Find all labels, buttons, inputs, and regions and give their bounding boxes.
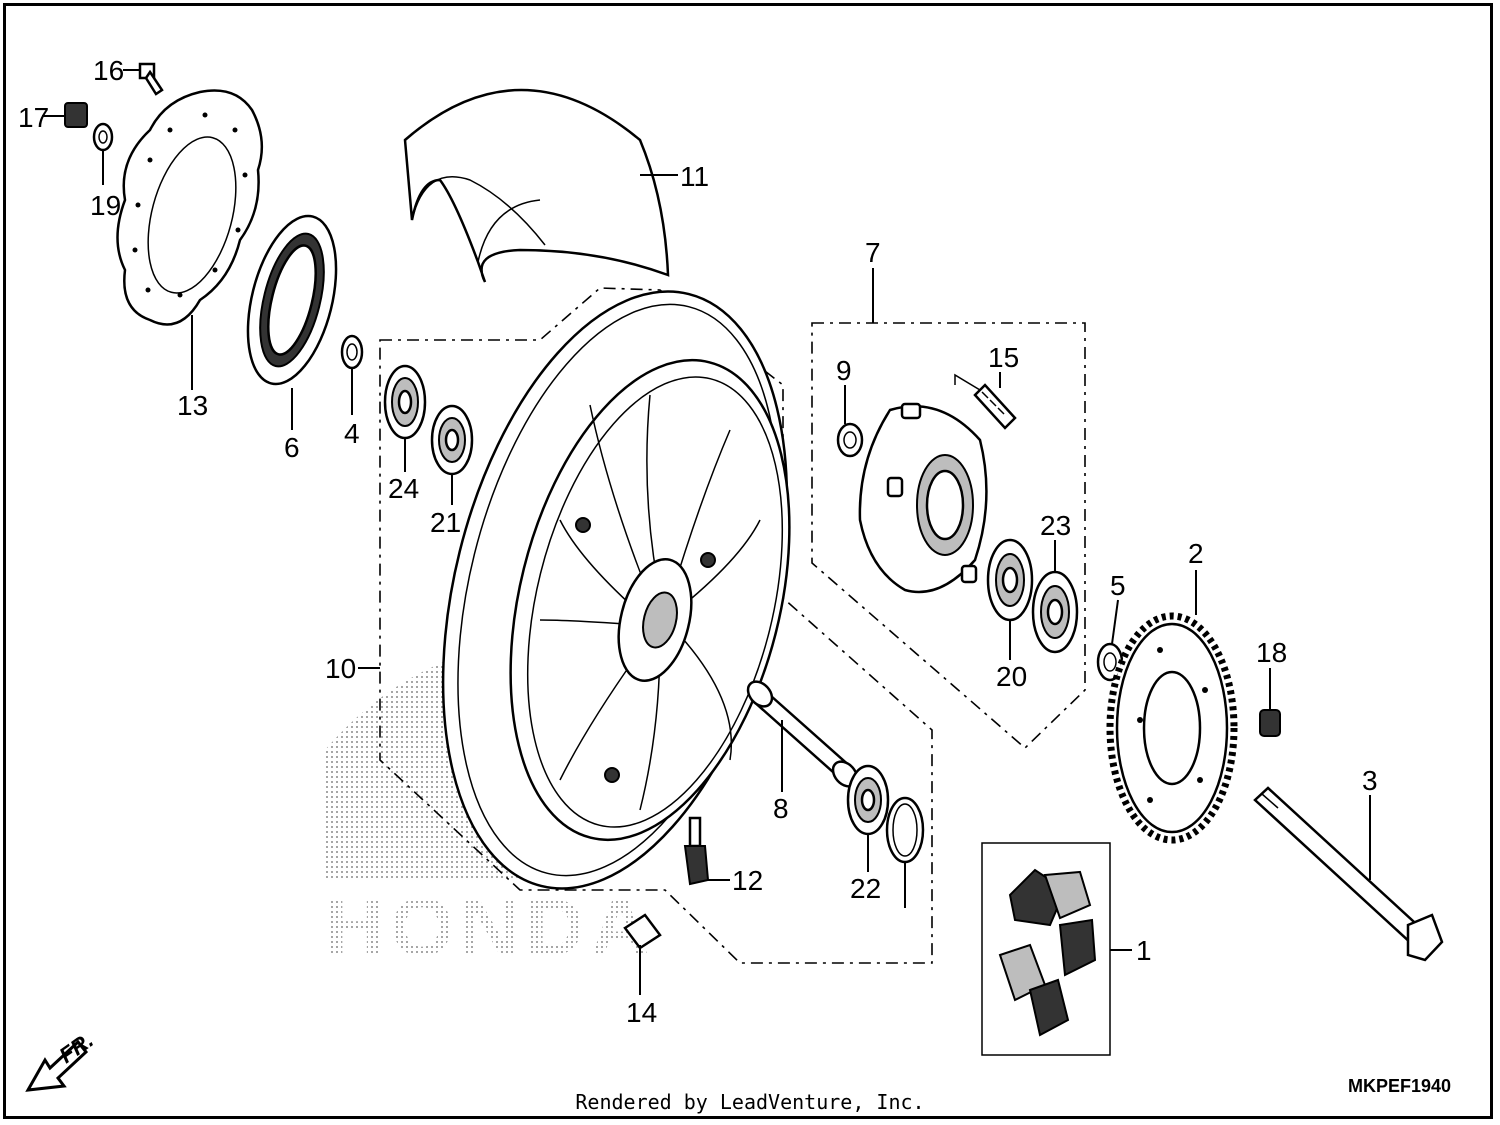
callout-10[interactable]: 10 — [325, 653, 356, 684]
front-direction-indicator: FR. — [25, 1027, 98, 1092]
brake-disc[interactable] — [116, 89, 264, 326]
callout-4[interactable]: 4 — [344, 418, 360, 449]
o-ring[interactable] — [885, 796, 925, 864]
bearing-21-left[interactable] — [430, 404, 474, 476]
rear-wheel[interactable] — [386, 255, 844, 924]
callout-9[interactable]: 9 — [836, 355, 852, 386]
leader-lines — [42, 69, 1371, 995]
disc-nut[interactable] — [64, 102, 88, 128]
rear-axle[interactable] — [1253, 786, 1444, 962]
stud-bolt[interactable] — [973, 383, 1017, 430]
driven-sprocket[interactable] — [1106, 612, 1238, 844]
callout-17[interactable]: 17 — [18, 102, 49, 133]
tire-valve[interactable] — [683, 816, 710, 886]
wheel-assembly-bracket — [379, 287, 933, 964]
bearing-21-right[interactable] — [846, 764, 890, 836]
drawing-code: MKPEF1940 — [1348, 1076, 1451, 1096]
callout-11[interactable]: 11 — [680, 161, 709, 192]
diagram-frame — [3, 3, 1493, 1119]
callout-1[interactable]: 1 — [1136, 935, 1152, 966]
side-collar[interactable] — [340, 334, 364, 370]
callout-13[interactable]: 13 — [177, 390, 208, 421]
bearing-20[interactable] — [986, 538, 1034, 622]
tire[interactable] — [403, 88, 670, 283]
callout-8[interactable]: 8 — [773, 793, 789, 824]
callout-19[interactable]: 19 — [90, 190, 121, 221]
bearing-23[interactable] — [383, 364, 427, 440]
distance-collar[interactable] — [743, 677, 862, 791]
callout-labels: 17 16 19 13 6 4 24 21 10 11 12 14 8 22 7… — [18, 55, 1378, 1028]
callout-23[interactable]: 24 — [388, 473, 419, 504]
flange-side-collar[interactable] — [1096, 642, 1124, 682]
callout-12[interactable]: 12 — [732, 865, 763, 896]
front-arrow-icon — [25, 1039, 89, 1092]
hub-assembly-bracket — [811, 322, 1086, 750]
callout-5[interactable]: 5 — [1110, 570, 1126, 601]
callout-16[interactable]: 16 — [93, 55, 124, 86]
wheel-damper-rubbers[interactable] — [998, 868, 1097, 1037]
render-credit: Rendered by LeadVenture, Inc. — [575, 1090, 925, 1114]
callout-2[interactable]: 2 — [1188, 538, 1204, 569]
disc-washer[interactable] — [92, 122, 114, 152]
callout-22[interactable]: 23 — [1040, 510, 1071, 541]
callout-7[interactable]: 7 — [865, 237, 881, 268]
flange-collar[interactable] — [836, 422, 864, 458]
callout-15[interactable]: 15 — [988, 342, 1019, 373]
sprocket-nut[interactable] — [1259, 709, 1281, 737]
final-driven-flange[interactable] — [858, 402, 988, 594]
callout-14[interactable]: 14 — [626, 997, 657, 1028]
callout-18[interactable]: 18 — [1256, 637, 1287, 668]
watermark-text: HONDA — [325, 882, 656, 973]
callout-21-right[interactable]: 22 — [850, 873, 881, 904]
callout-21-left[interactable]: 21 — [430, 507, 461, 538]
callout-3[interactable]: 3 — [1362, 765, 1378, 796]
callout-6[interactable]: 6 — [284, 432, 300, 463]
balance-weight[interactable] — [623, 913, 662, 950]
dust-seal[interactable] — [232, 207, 351, 393]
flange-seal[interactable] — [1031, 570, 1079, 654]
disc-bolt[interactable] — [138, 62, 164, 96]
callout-20[interactable]: 20 — [996, 661, 1027, 692]
